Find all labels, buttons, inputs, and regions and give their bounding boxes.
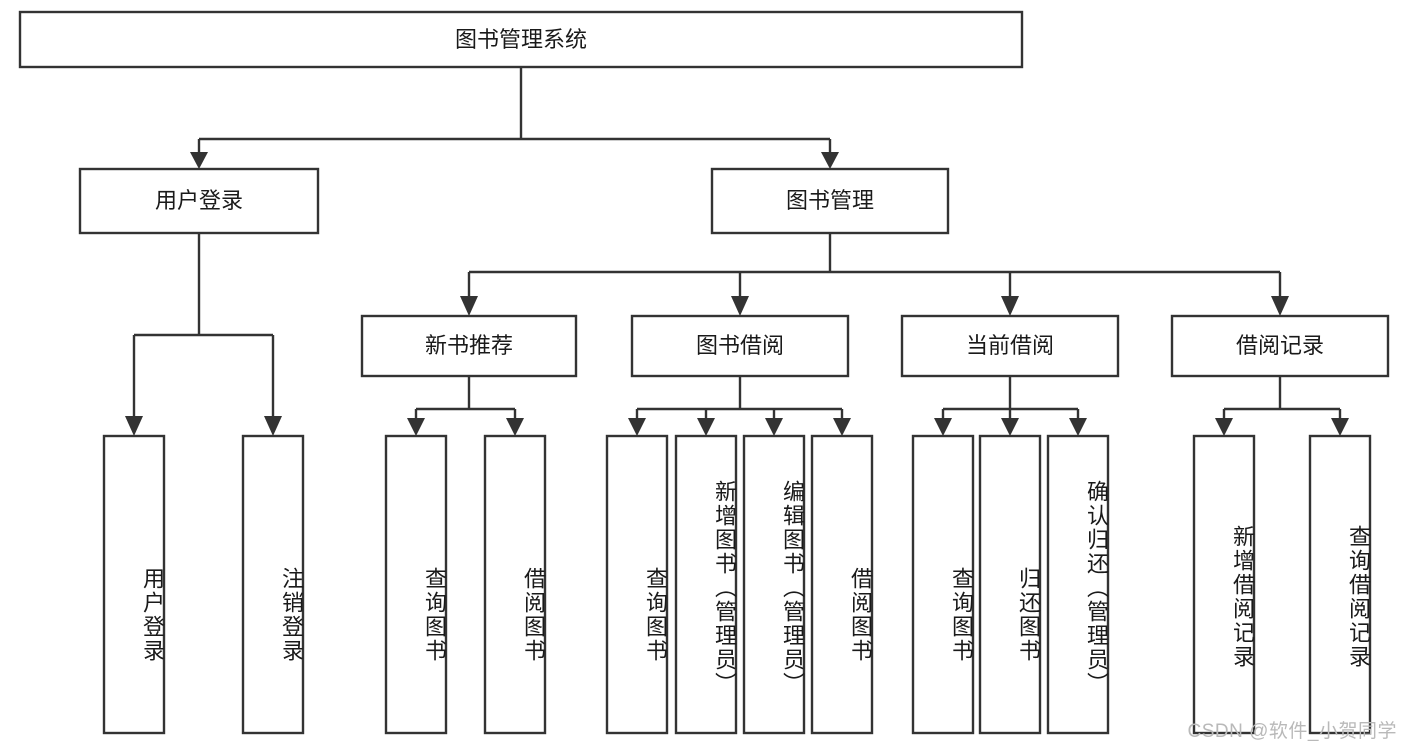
arrow-nbr-to-leaf2 (506, 418, 524, 436)
node-leaf-cb-confirm-return[interactable] (1046, 434, 1110, 735)
arrow-user-login-to-leaf2 (264, 416, 282, 436)
node-leaf-rec-query-book[interactable] (384, 434, 448, 735)
arrow-user-login-to-leaf1 (125, 416, 143, 436)
node-leaf-bb-borrow-book[interactable] (810, 434, 874, 735)
node-book-borrow[interactable] (630, 314, 850, 378)
arrow-root-to-book-mgmt (821, 152, 839, 169)
arrow-cb-to-leaf2 (1001, 418, 1019, 436)
watermark-text: CSDN @软件_小贺同学 (1187, 721, 1397, 742)
arrow-cb-to-leaf1 (934, 418, 952, 436)
arrow-bb-to-leaf2 (697, 418, 715, 436)
label-book-management: 图书管理 (786, 188, 874, 213)
node-leaf-br-query-record[interactable] (1308, 434, 1372, 735)
node-leaf-br-add-record[interactable] (1192, 434, 1256, 735)
node-leaf-cb-return-book[interactable] (978, 434, 1042, 735)
horizontal-labels-layer: 图书管理系统 用户登录 图书管理 新书推荐 图书借阅 当前借阅 借阅记录 (155, 27, 1324, 358)
node-leaf-user-logout[interactable] (241, 434, 305, 735)
arrow-bb-to-leaf1 (628, 418, 646, 436)
node-leaf-bb-add-book[interactable] (674, 434, 738, 735)
node-leaf-bb-edit-book[interactable] (742, 434, 806, 735)
arrow-bm-to-new-book-rec (460, 296, 478, 316)
node-leaf-user-login[interactable] (102, 434, 166, 735)
connectors-layer (125, 67, 1349, 436)
label-borrow-record: 借阅记录 (1236, 333, 1324, 358)
node-user-login[interactable] (78, 167, 320, 235)
boxes-layer (18, 10, 1390, 735)
arrow-br-to-leaf1 (1215, 418, 1233, 436)
arrow-bm-to-book-borrow (731, 296, 749, 316)
node-leaf-bb-query-book[interactable] (605, 434, 669, 735)
node-leaf-cb-query-book[interactable] (911, 434, 975, 735)
node-new-book-recommend[interactable] (360, 314, 578, 378)
arrow-bb-to-leaf4 (833, 418, 851, 436)
node-book-management[interactable] (710, 167, 950, 235)
node-current-borrow[interactable] (900, 314, 1120, 378)
arrow-root-to-user-login (190, 152, 208, 169)
arrow-bm-to-borrow-record (1271, 296, 1289, 316)
arrow-bb-to-leaf3 (765, 418, 783, 436)
arrow-cb-to-leaf3 (1069, 418, 1087, 436)
label-book-borrow: 图书借阅 (696, 333, 784, 358)
arrow-nbr-to-leaf1 (407, 418, 425, 436)
node-root[interactable] (18, 10, 1024, 69)
label-current-borrow: 当前借阅 (966, 333, 1054, 358)
node-leaf-rec-borrow-book[interactable] (483, 434, 547, 735)
arrow-bm-to-current-borrow (1001, 296, 1019, 316)
label-user-login: 用户登录 (155, 188, 243, 213)
label-new-book-recommend: 新书推荐 (425, 333, 513, 358)
label-root: 图书管理系统 (455, 27, 587, 52)
arrow-br-to-leaf2 (1331, 418, 1349, 436)
node-borrow-record[interactable] (1170, 314, 1390, 378)
